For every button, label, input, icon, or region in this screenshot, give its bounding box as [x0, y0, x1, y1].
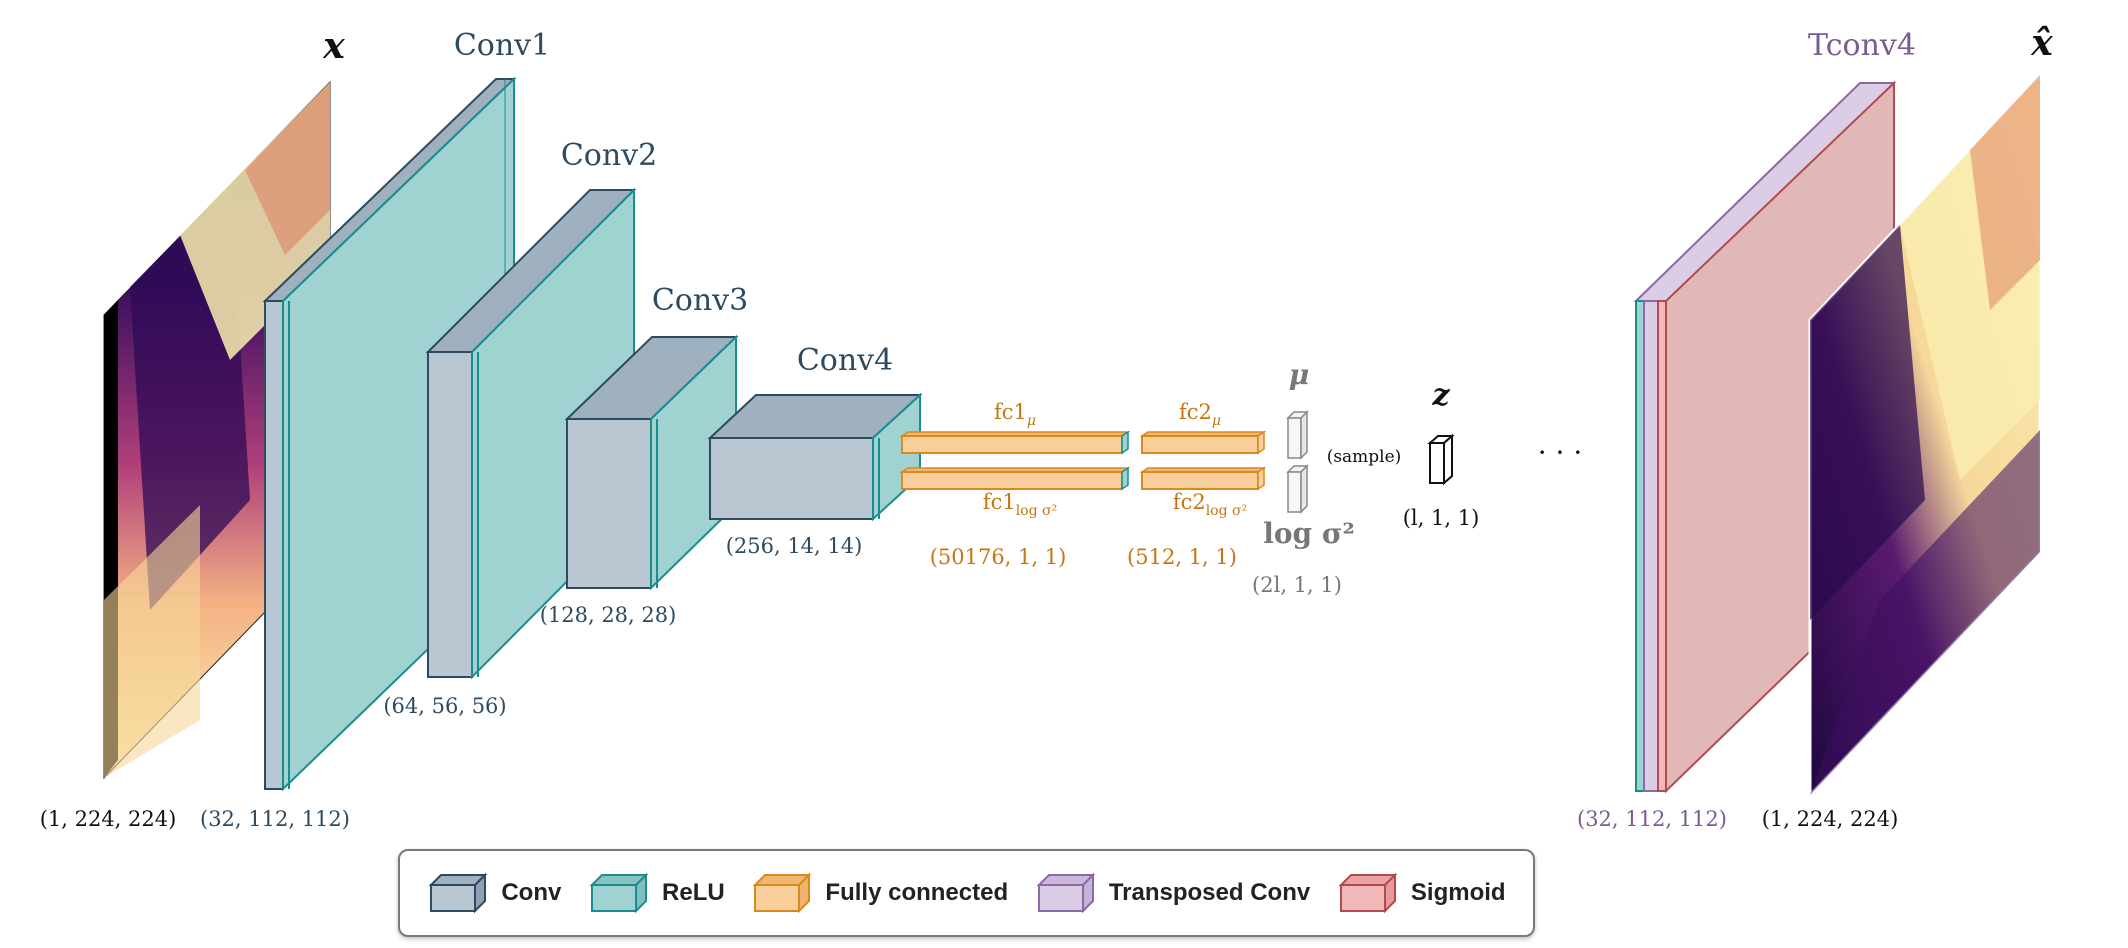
- conv1-shape: (32, 112, 112): [200, 807, 350, 831]
- sigmoid-swatch-icon: [1338, 872, 1398, 914]
- conv-swatch-icon: [428, 872, 488, 914]
- fc2-mu-bar: [1139, 430, 1267, 455]
- z-label: z: [1431, 378, 1450, 413]
- fc1-logvar-label: fc1log σ²: [983, 490, 1057, 519]
- fc2-logvar-bar: [1139, 466, 1267, 491]
- fc2-shape: (512, 1, 1): [1127, 545, 1237, 569]
- logvar-vector: [1286, 464, 1309, 514]
- mu-vector: [1286, 410, 1309, 460]
- legend-label-sigmoid: Sigmoid: [1410, 879, 1506, 906]
- logvar-label: log σ²: [1263, 517, 1355, 550]
- fc1-mu-label: fc1μ: [994, 400, 1036, 429]
- output-image: [1808, 71, 2042, 799]
- tconv-swatch-icon: [1036, 872, 1096, 914]
- legend-item-tconv: Transposed Conv: [1035, 871, 1310, 915]
- legend-item-fc: Fully connected: [751, 871, 1008, 915]
- legend-label-conv: Conv: [501, 879, 562, 906]
- ellipsis: · · ·: [1538, 436, 1583, 469]
- legend-item-conv: Conv: [427, 871, 561, 915]
- output-shape: (1, 224, 224): [1762, 807, 1899, 831]
- legend-label-fc: Fully connected: [825, 879, 1009, 906]
- conv3-shape: (128, 28, 28): [540, 603, 677, 627]
- conv3-label: Conv3: [652, 283, 748, 318]
- conv2-shape: (64, 56, 56): [383, 694, 506, 718]
- z-shape: (l, 1, 1): [1403, 506, 1480, 530]
- conv2-block: [425, 187, 637, 680]
- legend-item-relu: ReLU: [588, 871, 725, 915]
- conv1-label: Conv1: [454, 28, 550, 63]
- sample-label: (sample): [1327, 447, 1402, 467]
- input-shape: (1, 224, 224): [40, 807, 177, 831]
- z-vector: [1427, 433, 1455, 486]
- fc2-mu-label: fc2μ: [1179, 400, 1221, 429]
- input-image: [103, 80, 331, 780]
- conv3-block: [564, 334, 739, 591]
- fc-swatch-icon: [753, 872, 812, 914]
- tconv4-label: Tconv4: [1808, 28, 1916, 63]
- tconv4-shape: (32, 112, 112): [1577, 807, 1727, 831]
- input-symbol: x: [322, 25, 345, 67]
- fc1-logvar-bar: [899, 466, 1131, 491]
- conv2-label: Conv2: [561, 138, 657, 173]
- legend-item-sigmoid: Sigmoid: [1337, 871, 1506, 915]
- legend-label-relu: ReLU: [662, 879, 725, 906]
- legend-label-tconv: Transposed Conv: [1108, 879, 1311, 906]
- latent-param-shape: (2l, 1, 1): [1252, 573, 1342, 597]
- conv4-label: Conv4: [797, 343, 893, 378]
- conv4-shape: (256, 14, 14): [726, 534, 863, 558]
- output-symbol: x̂: [2030, 22, 2053, 64]
- mu-label: μ: [1289, 358, 1310, 391]
- legend: Conv ReLU Fully connected Transposed Con…: [398, 849, 1535, 937]
- conv4-block: [707, 392, 923, 522]
- fc1-shape: (50176, 1, 1): [930, 545, 1067, 569]
- fc1-mu-bar: [899, 430, 1131, 455]
- fc2-logvar-label: fc2log σ²: [1173, 490, 1247, 519]
- relu-swatch-icon: [589, 872, 649, 914]
